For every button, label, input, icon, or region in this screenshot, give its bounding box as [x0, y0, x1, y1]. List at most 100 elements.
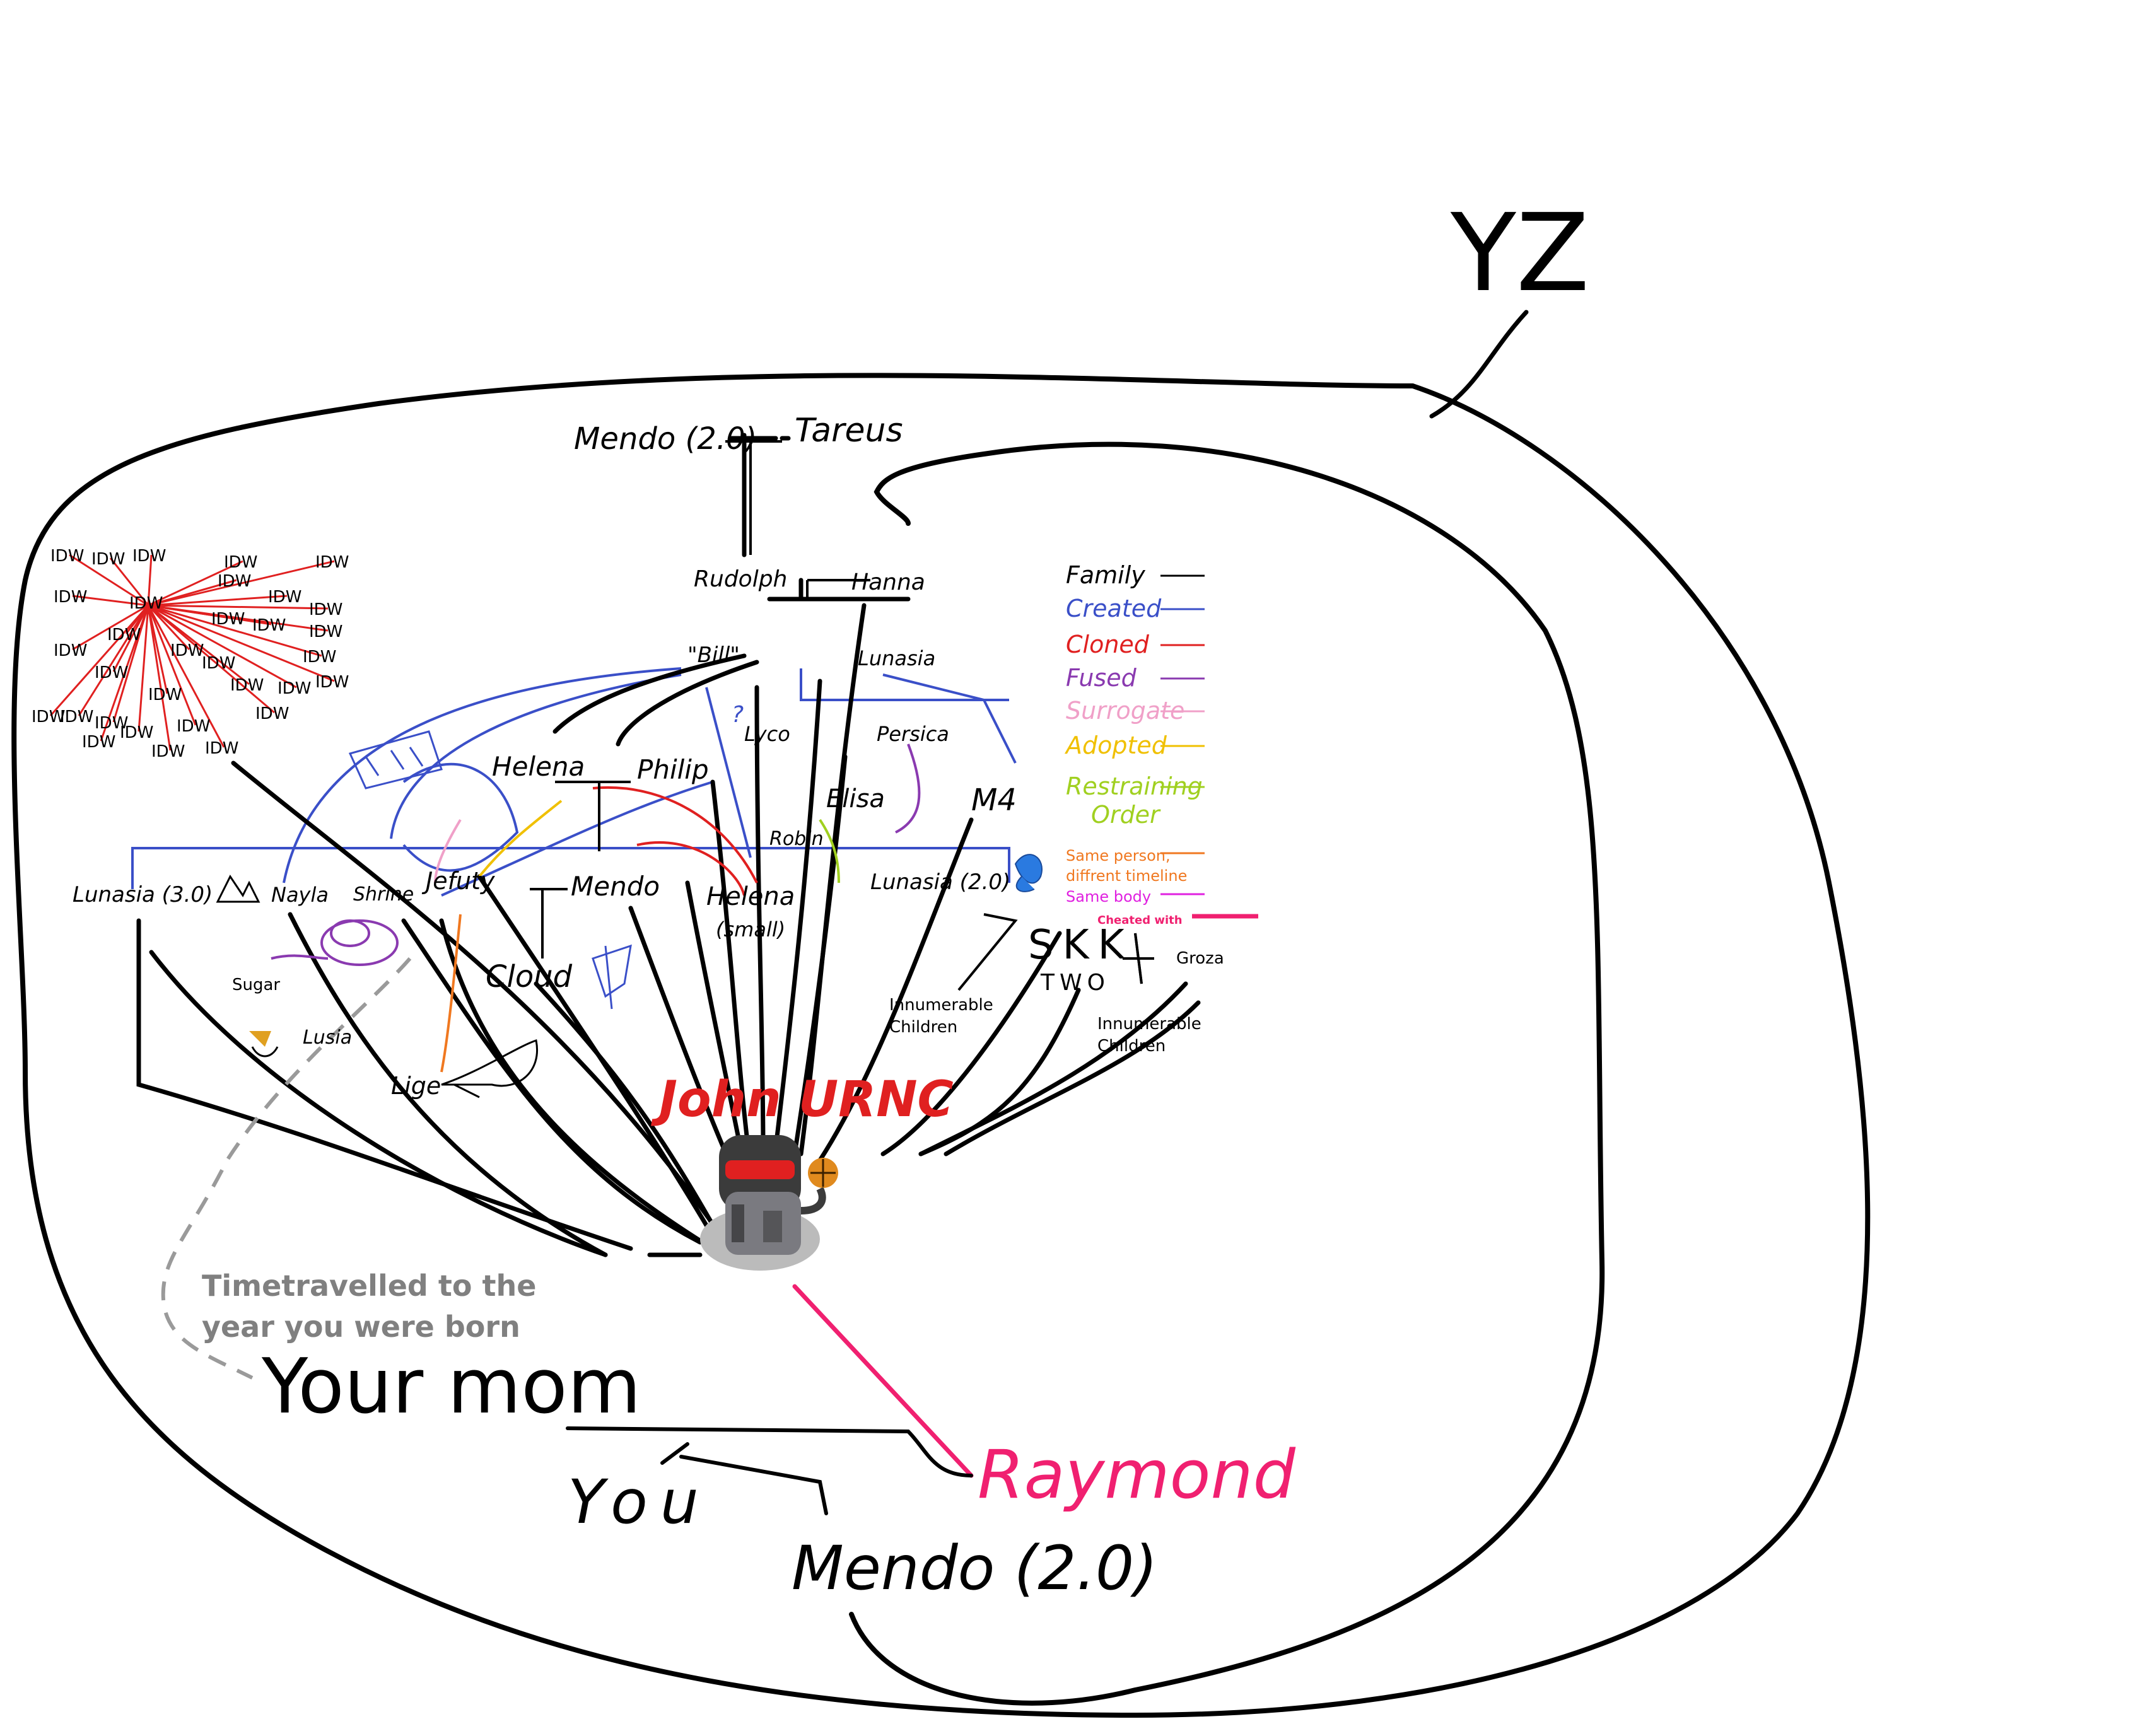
groza: Groza — [1176, 949, 1224, 968]
idw-link-line — [125, 605, 149, 634]
raymond: Raymond — [978, 1436, 1296, 1513]
idw-link-line — [112, 605, 149, 723]
jefuty: Jefuty — [421, 867, 495, 895]
legend-label: Fused — [1066, 664, 1137, 692]
bill: "Bill" — [687, 643, 740, 668]
shrine: Shrine — [353, 883, 414, 906]
lusia: Lusia — [303, 1027, 352, 1049]
timetravel-text-2: year you were born — [202, 1310, 520, 1344]
idw-link-line — [148, 579, 237, 607]
john-avatar — [700, 1135, 838, 1271]
children-1: Children — [889, 1018, 957, 1037]
adopted-line — [478, 800, 563, 878]
tareus: Tareus — [795, 412, 903, 450]
idw-link-line — [109, 557, 149, 606]
cloud: Cloud — [486, 959, 573, 994]
idw-link-line — [147, 605, 172, 751]
idw-link-line — [72, 604, 149, 651]
idw-node: IDW — [278, 679, 311, 698]
idw-node: IDW — [132, 547, 166, 566]
idw-node: IDW — [91, 550, 125, 569]
butterfly-icon — [1014, 854, 1043, 892]
mendo: Mendo — [571, 871, 660, 902]
outer-loop-line — [11, 373, 1871, 1718]
timetravel-text-1: Timetravelled to the — [202, 1269, 536, 1303]
shrine-icon — [348, 730, 443, 789]
mendo-20-top: Mendo (2.0) — [574, 421, 757, 457]
idw-node: IDW — [202, 654, 235, 673]
lunasia-20: Lunasia (2.0) — [870, 870, 1010, 895]
idw-node: IDW — [177, 717, 210, 736]
helena-small: Helena — [706, 882, 795, 911]
idw-node: IDW — [148, 685, 182, 704]
sugar: Sugar — [232, 976, 280, 994]
idw-node: IDW — [32, 708, 65, 726]
legend-label: Family — [1066, 561, 1145, 589]
timeline-line — [440, 914, 462, 1073]
question-mark: ? — [732, 702, 744, 728]
legend-label: Same body — [1066, 888, 1151, 906]
legend-label: Adopted — [1064, 731, 1167, 759]
mountain-icon — [216, 875, 260, 903]
two: TWO — [1040, 970, 1110, 996]
idw-link-line — [147, 605, 225, 748]
legend-label: Same person, — [1066, 847, 1171, 865]
idw-link-line — [148, 604, 250, 685]
idw-node: IDW — [252, 616, 286, 635]
idw-node: IDW — [268, 588, 301, 607]
idw-link-line — [69, 554, 149, 607]
cheated-line — [792, 1284, 974, 1478]
you-line — [660, 1442, 828, 1515]
idw-node: IDW — [303, 648, 336, 667]
lige-icon — [441, 1039, 538, 1098]
lunasia-30: Lunasia (3.0) — [73, 882, 213, 907]
idw-link-line — [148, 604, 329, 610]
idw-node: IDW — [224, 553, 257, 572]
cloned-lines — [592, 786, 758, 896]
cloud-icon — [592, 944, 632, 1010]
lunasia: Lunasia — [858, 646, 935, 670]
idw-node: IDW — [95, 714, 128, 733]
timetravel-line — [161, 957, 412, 1380]
idw-node: IDW — [309, 600, 342, 619]
idw-node: IDW — [309, 622, 342, 641]
helena: Helena — [492, 751, 585, 782]
restraining-line — [819, 818, 840, 883]
idw-node: IDW — [315, 553, 349, 572]
mendo-20-bottom: Mendo (2.0) — [792, 1533, 1158, 1604]
idw-node: IDW — [315, 673, 349, 692]
idw-node: IDW — [211, 610, 245, 629]
helena-small-note: (small) — [716, 918, 785, 941]
children-2: Children — [1097, 1037, 1166, 1056]
hanna: Hanna — [851, 569, 925, 595]
legend-label: Cloned — [1066, 631, 1150, 658]
small-tree-lines — [530, 440, 1154, 991]
philip: Philip — [637, 754, 709, 785]
idw-node: IDW — [218, 572, 251, 591]
inner-loop-line — [849, 441, 1605, 1706]
idw-node: IDW — [151, 742, 185, 761]
your-mom-line — [566, 1426, 973, 1477]
idw-link-line — [148, 604, 275, 714]
elisa: Elisa — [826, 784, 885, 813]
idw-node: IDW — [82, 733, 115, 752]
idw-link-line — [137, 605, 149, 732]
idw-link-line — [147, 604, 190, 651]
idw-link-line — [148, 604, 335, 682]
legend: FamilyCreatedClonedFusedSurrogateAdopted… — [1064, 561, 1258, 927]
idw-link-line — [49, 605, 149, 716]
legend-label: Cheated with — [1097, 914, 1183, 927]
idw-link-line — [148, 604, 272, 626]
m4: M4 — [971, 783, 1017, 818]
idw-link-line — [148, 604, 297, 689]
idw-node: IDW — [95, 663, 128, 682]
yz-label: YZ — [1450, 191, 1589, 316]
john-urnc: John URNC — [651, 1071, 954, 1128]
idw-node: IDW — [205, 739, 238, 758]
lyco: Lyco — [744, 722, 790, 746]
idw-link-line — [147, 554, 153, 606]
robin: Robin — [769, 828, 824, 850]
lusia-icon — [249, 1031, 279, 1057]
